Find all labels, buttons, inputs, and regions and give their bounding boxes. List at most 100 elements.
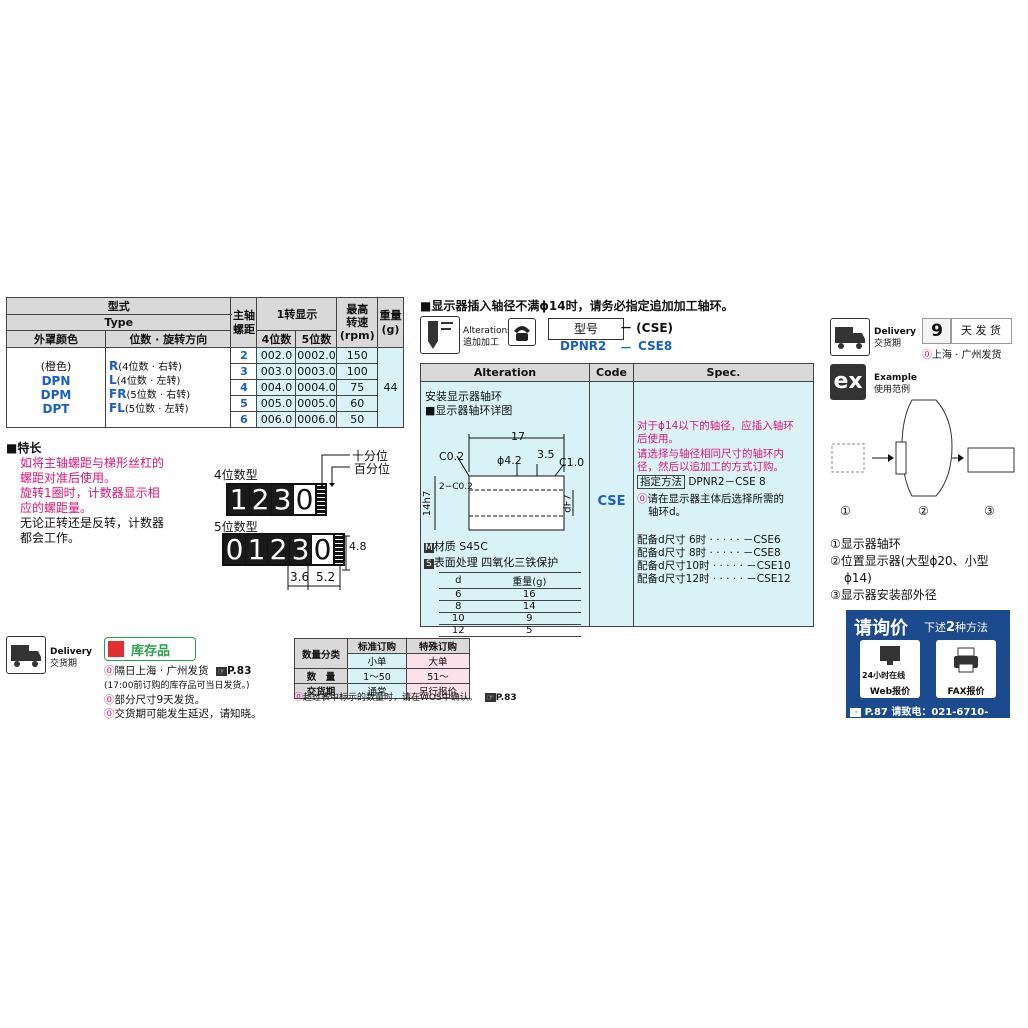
counter-digit: 2 bbox=[250, 483, 271, 516]
material-text: 材质 S45C bbox=[433, 540, 488, 553]
qty-r1: 数 量 bbox=[294, 668, 348, 684]
delivery-right-note: 上海 · 广州发货 bbox=[932, 350, 1002, 361]
delivery-days: 9 bbox=[922, 318, 952, 344]
rpm-cell: 100 bbox=[336, 363, 378, 380]
pitch-cell: 4 bbox=[230, 379, 258, 396]
spec-header-5digit: 5位数 bbox=[295, 330, 338, 348]
delivery-days-text: 天 发 货 bbox=[950, 318, 1012, 344]
rpm-cell: 50 bbox=[336, 411, 378, 428]
spec-header-weight: 重量 (g) bbox=[376, 297, 405, 348]
d5-cell: 0005.0 bbox=[295, 395, 338, 412]
weight-cell: 44 bbox=[376, 347, 405, 428]
spec-header-type-en: Type bbox=[5, 314, 232, 331]
counter-scale bbox=[335, 535, 343, 564]
weight-d: 12 bbox=[451, 625, 465, 636]
example-illustration bbox=[831, 399, 1015, 497]
spec-cell: 对于ϕ14以下的轴径，应插入轴环 后使用。 请选择与轴径相同尺寸的轴环内 径，然… bbox=[634, 382, 813, 626]
delivery-page: P.83 bbox=[227, 665, 252, 677]
fax-icon bbox=[954, 647, 978, 673]
features-line: 螺距对准后使用。 bbox=[20, 471, 117, 485]
spec-table: 型式 主轴 螺距 1转显示 最高 转速 (rpm) 重量 (g) Type 外罩… bbox=[5, 297, 405, 428]
dim-c02: C0.2 bbox=[439, 450, 465, 463]
col-spec: Spec. bbox=[634, 364, 813, 382]
features-line: 如将主轴螺距与梯形丝杠的 bbox=[20, 456, 165, 470]
spec-header-speed: 最高 转速 (rpm) bbox=[336, 297, 378, 348]
spec-list-item: 配备d尺寸 8时 · · · · · －CSE8 bbox=[637, 547, 781, 559]
delivery-en: Delivery bbox=[874, 327, 917, 337]
inquiry-sub-a: 下述 bbox=[924, 621, 946, 634]
spec-table-wrap: 型式 主轴 螺距 1转显示 最高 转速 (rpm) 重量 (g) Type 外罩… bbox=[5, 297, 405, 428]
surface-text: 表面处理 四氧化三铁保护 bbox=[433, 556, 559, 569]
web-quote-button[interactable]: 24小时在线 Web报价 bbox=[860, 640, 920, 698]
weight-w: 14 bbox=[522, 601, 536, 612]
qty-r2a: 通常 bbox=[347, 683, 407, 699]
pin-icon: ⓪ bbox=[104, 665, 115, 677]
counter-digit: 3 bbox=[290, 533, 311, 566]
dim-phi42: ϕ4.2 bbox=[497, 454, 522, 467]
model-dpn: DPN bbox=[41, 373, 71, 388]
features-block: ■特长 如将主轴螺距与梯形丝杠的 螺距对准后使用。 旋转1圈时，计数器显示相 应… bbox=[6, 441, 196, 546]
rpm-cell: 150 bbox=[336, 347, 378, 364]
counter-digit: 2 bbox=[268, 533, 289, 566]
phone-icon bbox=[508, 318, 536, 346]
rpm-cell: 60 bbox=[336, 395, 378, 412]
catalog-ref-icon: ☞ bbox=[215, 667, 228, 676]
example-dash: － bbox=[620, 341, 633, 355]
direction-fr: FR(5位数 · 右转) bbox=[109, 386, 191, 401]
d5-cell: 0004.0 bbox=[295, 379, 338, 396]
direction-fl: FL(5位数 · 左转) bbox=[109, 400, 189, 415]
code-label: － (CSE) bbox=[620, 321, 674, 335]
delivery-note-text: (17:00前订购的库存品可当日发货。) bbox=[104, 681, 250, 691]
d4-cell: 004.0 bbox=[256, 379, 297, 396]
pitch-cell: 5 bbox=[230, 395, 258, 412]
inquiry-sub-b: 2 bbox=[946, 620, 956, 635]
model-label-box: 型号 bbox=[548, 318, 624, 340]
web-badge: 24小时在线 bbox=[862, 671, 906, 680]
qty-r2b: 另行报价 bbox=[406, 683, 470, 699]
delivery-right-note-row: ⓪上海 · 广州发货 bbox=[922, 346, 1002, 361]
qty-table: 数量分类 标准订购 特殊订购 小单 大单 数 量 1～50 51～ 交货期 通常… bbox=[294, 638, 470, 699]
features-line: 都会工作。 bbox=[20, 531, 81, 545]
example-cn: 使用范例 bbox=[874, 385, 911, 395]
stock-badge: 库存品 bbox=[104, 637, 196, 661]
dim-c02b: 2−C0.2 bbox=[439, 482, 473, 492]
cube-icon bbox=[108, 641, 124, 657]
qty-h3: 特殊订购 bbox=[406, 638, 470, 654]
d4-cell: 002.0 bbox=[256, 347, 297, 364]
dim-height: 4.8 bbox=[349, 540, 367, 553]
dim-df7: dF7 bbox=[562, 494, 574, 513]
example-legend-1: ①显示器轴环 bbox=[830, 537, 901, 551]
counter-dimension-lines bbox=[287, 535, 350, 590]
features-title: ■特长 bbox=[6, 441, 42, 455]
dim-14h7: 14h7 bbox=[422, 490, 434, 517]
example-label: Example 使用范例 bbox=[874, 372, 917, 396]
model-dpm: DPM bbox=[40, 387, 72, 402]
qty-r1a: 1～50 bbox=[347, 668, 407, 684]
weight-d: 10 bbox=[451, 613, 465, 624]
d5-cell: 0002.0 bbox=[295, 347, 338, 364]
alterations-icon-label: Alterations 追加加工 bbox=[463, 325, 512, 349]
material-row: M材质 S45C bbox=[424, 538, 488, 554]
code-cse: CSE bbox=[597, 494, 626, 509]
fax-quote-button[interactable]: FAX报价 bbox=[936, 640, 996, 698]
collar-drawing bbox=[434, 434, 574, 531]
pin-icon: ⓪ bbox=[104, 708, 115, 720]
qty-h1: 数量分类 bbox=[294, 638, 348, 669]
weight-d: 8 bbox=[455, 601, 462, 612]
d4-cell: 005.0 bbox=[256, 395, 297, 412]
counter-5digit: 0 1 2 3 0 bbox=[222, 533, 345, 566]
example-icon: ex bbox=[830, 364, 866, 400]
hundredths-label: 百分位 bbox=[354, 462, 391, 476]
delivery-right-label: Delivery 交货期 bbox=[874, 326, 916, 350]
alteration-table: Alteration Code Spec. 安装显示器轴环 ■显示器轴环详图 1… bbox=[420, 363, 814, 637]
delivery-left-label: Delivery 交货期 bbox=[50, 646, 92, 670]
pin-icon: ⓪ bbox=[637, 493, 648, 505]
counter-digit: 1 bbox=[246, 533, 267, 566]
spec-text: 对于ϕ14以下的轴径，应插入轴环 bbox=[637, 420, 794, 432]
features-line: 无论正转还是反转，计数器 bbox=[20, 516, 165, 530]
delivery-note-text: 交货期可能发生延迟，请知晓。 bbox=[114, 708, 262, 720]
spec-note: 轴环d。 bbox=[648, 506, 687, 518]
dim-b: 5.2 bbox=[316, 570, 336, 584]
counter-scale bbox=[317, 485, 325, 514]
inquiry-page: P.87 bbox=[864, 707, 888, 718]
